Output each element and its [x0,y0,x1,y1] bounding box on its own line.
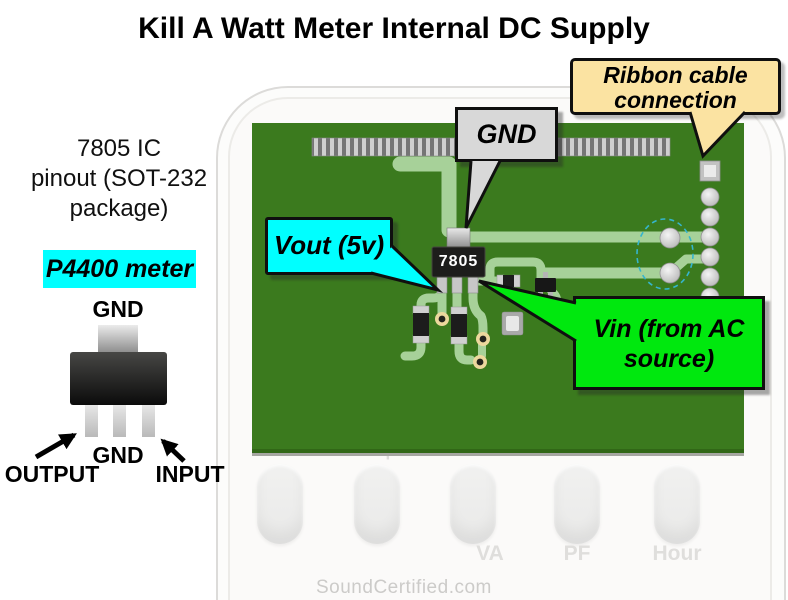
callout-ribbon-cable: Ribbon cable connection [570,58,781,115]
meter-label-va: VA [476,542,504,565]
resistor [451,314,467,337]
pin-label-input: INPUT [155,461,225,487]
pinout-heading: 7805 IC pinout (SOT-232 package) [10,134,228,224]
meter-button-kwh [654,464,700,544]
regulator-tab [446,227,471,249]
ic-leg-output [85,405,98,437]
meter-label-pf: PF [563,542,591,565]
callout-vin-line2: source) [623,345,715,373]
resistor [413,313,429,336]
tab-gnd-label: GND [92,296,144,322]
meter-button-hz [554,464,600,544]
callout-vin: Vin (from AC source) [573,296,765,390]
meter-model-badge: P4400 meter [43,250,196,288]
pin-label-output: OUTPUT [4,461,100,487]
highlight-dashed-circle [636,218,694,290]
pcb-bottom-edge [252,453,744,456]
pcb-photo [252,123,744,453]
ic-leg-gnd [113,405,126,437]
pcb-board [252,123,744,453]
callout-ribbon-line2: connection [614,87,737,113]
chip-marking-7805: 7805 [438,253,479,270]
ic-leg-input [142,405,155,437]
ic-tab [98,325,138,352]
pinout-heading-line3: package) [69,195,169,222]
resistor [503,275,514,287]
watermark: SoundCertified.com [316,577,492,598]
pin-label-gnd: GND [92,442,144,468]
meter-button-watt [450,464,496,544]
meter-button-amp [354,464,400,544]
meter-button-volt [257,464,303,544]
meter-label-hour: Hour [652,542,702,565]
regulator-leg-out [436,276,448,294]
callout-gnd: GND [455,107,558,162]
callout-vin-line1: Vin (from AC [593,315,745,343]
ic-body [70,352,167,405]
voltage-regulator-7805 [431,227,486,294]
regulator-leg-gnd [451,276,463,294]
callout-vout: Vout (5v) [265,217,393,275]
page-title: Kill A Watt Meter Internal DC Supply [138,12,650,45]
regulator-leg-in [467,276,479,294]
pinout-heading-line1: 7805 IC [76,135,162,162]
callout-ribbon-line1: Ribbon cable [603,62,748,88]
pinout-heading-line2: pinout (SOT-232 [30,165,208,192]
ribbon-cable-pads [636,160,721,307]
sot23-transistor [535,278,556,292]
